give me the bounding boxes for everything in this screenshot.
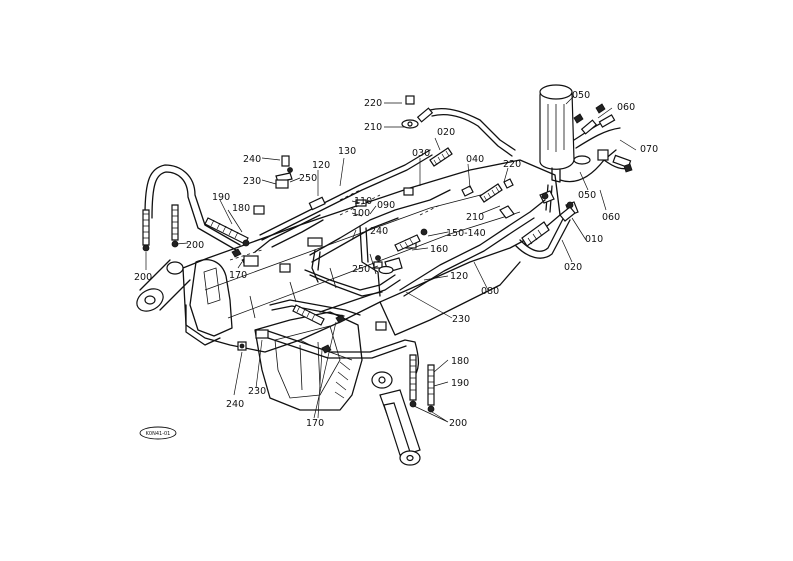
hydraulic-lines bbox=[144, 108, 571, 381]
leader-lines bbox=[145, 95, 637, 423]
callout-240-mid: 240 bbox=[370, 226, 388, 237]
callout-090: 090 bbox=[377, 200, 395, 211]
callout-050-low: 050 bbox=[578, 190, 596, 201]
callout-220-right: 220 bbox=[503, 159, 521, 170]
callout-200-right: 200 bbox=[449, 418, 467, 429]
callout-130: 130 bbox=[338, 146, 356, 157]
callout-170-bot: 170 bbox=[306, 418, 324, 429]
stamp-label: K0N41-01 bbox=[146, 431, 171, 437]
callout-120-top: 120 bbox=[312, 160, 330, 171]
callout-100: 100 bbox=[352, 208, 370, 219]
callout-110: 110 bbox=[354, 196, 372, 207]
callout-180-left: 180 bbox=[232, 203, 250, 214]
callout-180-right: 180 bbox=[451, 356, 469, 367]
reservoir-assembly bbox=[539, 84, 633, 216]
callout-050: 050 bbox=[572, 90, 590, 101]
callout-190-right: 190 bbox=[451, 378, 469, 389]
callout-240-top: 240 bbox=[243, 154, 261, 165]
drawing-stamp: K0N41-01 bbox=[139, 426, 177, 440]
callout-240-bot: 240 bbox=[226, 399, 244, 410]
callouts: 220 210 020 030 040 220 050 060 070 050 … bbox=[134, 90, 658, 429]
callout-200-left: 200 bbox=[186, 240, 204, 251]
callout-230-top: 230 bbox=[243, 176, 261, 187]
callout-250-mid: 250 bbox=[352, 264, 370, 275]
callout-020-right: 020 bbox=[564, 262, 582, 273]
callout-120-mid: 120 bbox=[450, 271, 468, 282]
callout-210: 210 bbox=[364, 122, 382, 133]
callout-150-140: 150-140 bbox=[446, 228, 486, 239]
callout-010: 010 bbox=[585, 234, 603, 245]
callout-230-mid: 230 bbox=[452, 314, 470, 325]
callout-040: 040 bbox=[466, 154, 484, 165]
callout-250-top: 250 bbox=[299, 173, 317, 184]
front-axle-frame bbox=[136, 159, 561, 411]
callout-170-left: 170 bbox=[229, 270, 247, 281]
callout-070: 070 bbox=[640, 144, 658, 155]
fittings bbox=[142, 95, 576, 466]
callout-190-left: 190 bbox=[212, 192, 230, 203]
callout-060: 060 bbox=[617, 102, 635, 113]
callout-080: 080 bbox=[481, 286, 499, 297]
callout-030: 030 bbox=[412, 148, 430, 159]
callout-220: 220 bbox=[364, 98, 382, 109]
callout-230-bot: 230 bbox=[248, 386, 266, 397]
callout-210-mid: 210 bbox=[466, 212, 484, 223]
callout-160: 160 bbox=[430, 244, 448, 255]
callout-020: 020 bbox=[437, 127, 455, 138]
callout-200-far: 200 bbox=[134, 272, 152, 283]
callout-060-low: 060 bbox=[602, 212, 620, 223]
